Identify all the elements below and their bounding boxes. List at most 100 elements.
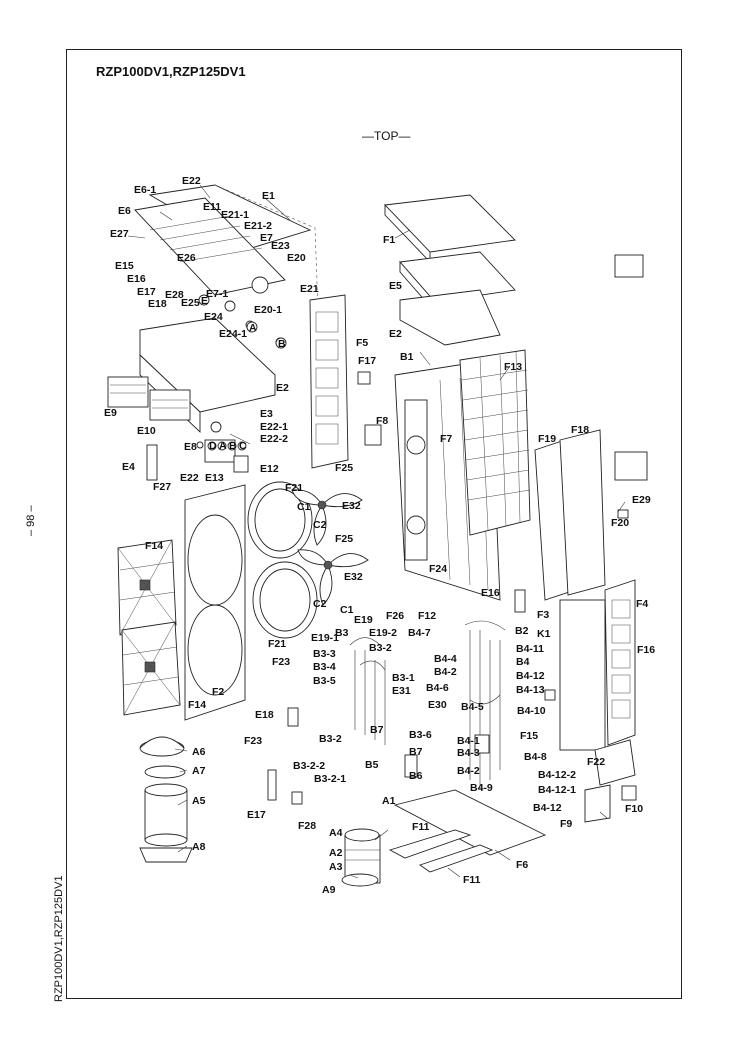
callout-labels: E22 E1 E6-1 E6 E11 E21-1 E21-2 E27 E7 E2… xyxy=(104,175,655,896)
callout-A1: A1 xyxy=(382,795,396,807)
callout-B4-12-lower: B4-12 xyxy=(533,802,562,814)
callout-A9: A9 xyxy=(322,884,336,896)
callout-E7: E7 xyxy=(260,232,273,244)
callout-F23-lower: F23 xyxy=(244,735,262,747)
callout-E22-1: E22-1 xyxy=(260,421,288,433)
callout-C1-lower: C1 xyxy=(340,604,354,616)
marker-E: E xyxy=(201,295,208,307)
marker-A2: A xyxy=(219,440,227,452)
callout-F19: F19 xyxy=(538,433,556,445)
callout-B4: B4 xyxy=(516,656,530,668)
callout-E3: E3 xyxy=(260,408,273,420)
callout-F18: F18 xyxy=(571,424,589,436)
marker-C: C xyxy=(239,440,247,452)
callout-F23: F23 xyxy=(272,656,290,668)
callout-B4-5: B4-5 xyxy=(461,701,484,713)
callout-E24: E24 xyxy=(204,311,223,323)
callout-F7: F7 xyxy=(440,433,452,445)
callout-E19-2: E19-2 xyxy=(369,627,397,639)
callout-B4-2: B4-2 xyxy=(434,666,457,678)
callout-F3: F3 xyxy=(537,609,549,621)
callout-E6: E6 xyxy=(118,205,131,217)
marker-B2: B xyxy=(229,440,237,452)
callout-F28: F28 xyxy=(298,820,316,832)
callout-E11: E11 xyxy=(203,201,221,213)
callout-E20: E20 xyxy=(287,252,306,264)
callout-E10: E10 xyxy=(137,425,156,437)
refrigerant-piping xyxy=(349,589,526,790)
callout-F14-lower: F14 xyxy=(188,699,206,711)
callout-A7: A7 xyxy=(192,765,206,777)
callout-F4: F4 xyxy=(636,598,648,610)
callout-E21-1: E21-1 xyxy=(221,209,249,221)
callout-E16-right: E16 xyxy=(481,587,500,599)
callout-C2-lower: C2 xyxy=(313,598,327,610)
callout-E17: E17 xyxy=(137,286,156,298)
marker-B: B xyxy=(278,338,286,350)
callout-F11: F11 xyxy=(412,821,430,833)
callout-B4-7: B4-7 xyxy=(408,627,431,639)
callout-B1: B1 xyxy=(400,351,414,363)
callout-E29: E29 xyxy=(632,494,651,506)
wire-net xyxy=(459,349,531,536)
fan-grille-upper xyxy=(117,539,177,636)
callout-F6: F6 xyxy=(516,859,528,871)
callout-E25: E25 xyxy=(181,297,200,309)
callout-B4-6: B4-6 xyxy=(426,682,449,694)
bottom-frame xyxy=(388,789,547,873)
marker-D: D xyxy=(209,440,217,452)
callout-E22-2: E22-2 xyxy=(260,433,288,445)
callout-B3-2-2: B3-2-2 xyxy=(293,760,325,772)
callout-B3-1: B3-1 xyxy=(392,672,415,684)
callout-E15: E15 xyxy=(115,260,134,272)
callout-F25: F25 xyxy=(335,462,353,474)
callout-C1: C1 xyxy=(297,501,311,513)
callout-E18: E18 xyxy=(148,298,167,310)
callout-E16: E16 xyxy=(127,273,146,285)
callout-E7-1: E7-1 xyxy=(206,288,228,300)
callout-B7: B7 xyxy=(370,724,384,736)
callout-K1: K1 xyxy=(537,628,551,640)
callout-E22: E22 xyxy=(182,175,201,187)
callout-B3-4: B3-4 xyxy=(313,661,336,673)
callout-F14: F14 xyxy=(145,540,163,552)
callout-E21-2: E21-2 xyxy=(244,220,272,232)
callout-F20: F20 xyxy=(611,517,629,529)
callout-E19-1: E19-1 xyxy=(311,632,339,644)
callout-B4-8: B4-8 xyxy=(524,751,547,763)
right-side-panels xyxy=(534,429,648,751)
callout-B2: B2 xyxy=(515,625,529,637)
callout-B4-3: B4-3 xyxy=(457,747,480,759)
callout-F2: F2 xyxy=(212,686,224,698)
partition-panel xyxy=(309,294,349,469)
fan-upper xyxy=(247,481,363,559)
callout-E23: E23 xyxy=(271,240,290,252)
callout-E24-1: E24-1 xyxy=(219,328,247,340)
callout-F21-lower: F21 xyxy=(268,638,286,650)
callout-E19: E19 xyxy=(354,614,373,626)
callout-F27: F27 xyxy=(153,481,171,493)
callout-F12: F12 xyxy=(418,610,436,622)
callout-E32: E32 xyxy=(342,500,361,512)
callout-B7-lower: B7 xyxy=(409,746,423,758)
view-label: —TOP— xyxy=(362,129,411,143)
fan-lower xyxy=(252,549,369,639)
callout-F17: F17 xyxy=(358,355,376,367)
callout-A3: A3 xyxy=(329,861,343,873)
callout-B3-2-1: B3-2-1 xyxy=(314,773,346,785)
callout-E1: E1 xyxy=(262,190,275,202)
callout-A4: A4 xyxy=(329,827,343,839)
control-box-casing xyxy=(107,317,276,434)
callout-F24: F24 xyxy=(429,563,447,575)
callout-B4-12: B4-12 xyxy=(516,670,545,682)
callout-F11-lower: F11 xyxy=(463,874,481,886)
drawing-frame xyxy=(66,49,682,999)
front-panel xyxy=(184,484,246,721)
callout-E13: E13 xyxy=(205,472,224,484)
callout-E9: E9 xyxy=(104,407,117,419)
callout-F1: F1 xyxy=(383,234,395,246)
callout-F25-lower: F25 xyxy=(335,533,353,545)
callout-B3: B3 xyxy=(335,627,349,639)
callout-E12: E12 xyxy=(260,463,279,475)
